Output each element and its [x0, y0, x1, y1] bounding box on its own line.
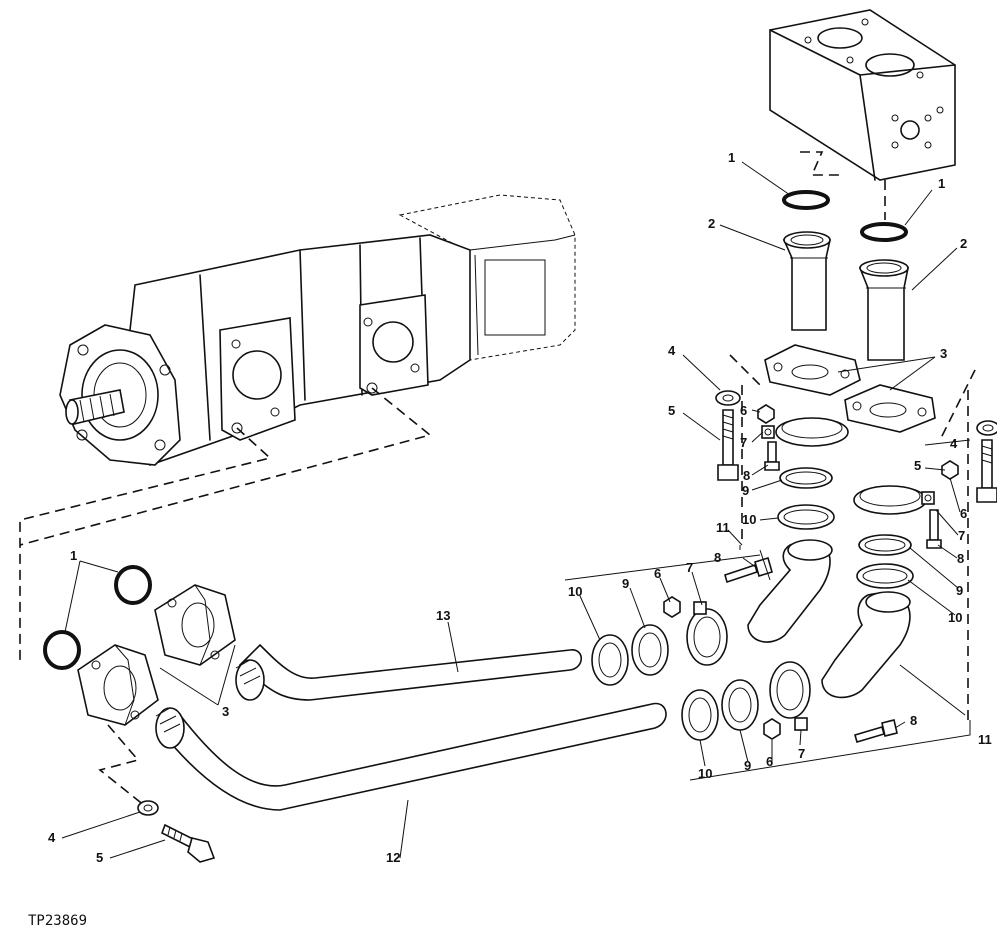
tube-2-left — [782, 231, 831, 331]
washer-4-left — [715, 390, 741, 406]
callout-13: 13 — [436, 608, 450, 623]
washer-4-bottom — [137, 800, 159, 816]
callout-4: 4 — [48, 830, 56, 845]
callout-7: 7 — [958, 528, 965, 543]
callout-8: 8 — [714, 550, 721, 565]
callout-5: 5 — [96, 850, 103, 865]
split-flange-upper-right — [844, 384, 936, 433]
o-ring-upper-right — [860, 222, 908, 242]
callout-9: 9 — [956, 583, 963, 598]
hoses — [155, 643, 667, 811]
callout-11: 11 — [716, 520, 730, 535]
hose-13 — [238, 643, 583, 701]
leader-lines — [61, 161, 971, 859]
upper-bolts — [715, 390, 997, 503]
callout-1: 1 — [70, 548, 77, 563]
left-fittings — [43, 565, 236, 863]
callouts: 1 1 1 2 2 3 3 4 4 4 5 5 5 6 6 6 6 7 7 7 … — [48, 150, 992, 865]
callout-8: 8 — [910, 713, 917, 728]
o-ring-left-lower — [43, 630, 81, 670]
figure-reference-code: TP23869 — [28, 913, 87, 929]
o-ring-left-upper — [114, 565, 152, 605]
tube-2-right — [858, 259, 909, 361]
callout-9: 9 — [744, 758, 751, 773]
callout-6: 6 — [960, 506, 967, 521]
callout-10: 10 — [948, 610, 962, 625]
callout-10: 10 — [742, 512, 756, 527]
clamp-mid-upper — [686, 608, 728, 666]
callout-9: 9 — [622, 576, 629, 591]
callout-5: 5 — [668, 403, 675, 418]
callout-8: 8 — [957, 551, 964, 566]
split-flange-upper-left — [764, 344, 861, 396]
callout-6: 6 — [740, 403, 747, 418]
callout-7: 7 — [686, 560, 693, 575]
callout-4: 4 — [668, 343, 676, 358]
callout-1: 1 — [938, 176, 945, 191]
callout-3: 3 — [940, 346, 947, 361]
callout-12: 12 — [386, 850, 400, 865]
callout-9: 9 — [742, 483, 749, 498]
callout-6: 6 — [766, 754, 773, 769]
callout-6: 6 — [654, 566, 661, 581]
middle-fittings — [564, 549, 971, 781]
callout-1: 1 — [728, 150, 735, 165]
upper-fittings — [729, 190, 976, 720]
callout-2: 2 — [960, 236, 967, 251]
hose-12 — [158, 702, 667, 811]
callout-3: 3 — [222, 704, 229, 719]
callout-7: 7 — [740, 435, 747, 450]
o-ring-upper-left — [782, 190, 830, 210]
clamp-mid-lower — [769, 661, 811, 719]
right-column-parts — [739, 404, 959, 699]
callout-8: 8 — [743, 468, 750, 483]
callout-11: 11 — [978, 732, 992, 747]
callout-5: 5 — [914, 458, 921, 473]
callout-7: 7 — [798, 746, 805, 761]
callout-10: 10 — [698, 766, 712, 781]
callout-4: 4 — [950, 436, 958, 451]
valve-block — [769, 9, 956, 220]
callout-10: 10 — [568, 584, 582, 599]
washer-4-right — [976, 420, 997, 436]
callout-2: 2 — [708, 216, 715, 231]
hydraulic-pump-assembly — [19, 194, 576, 665]
